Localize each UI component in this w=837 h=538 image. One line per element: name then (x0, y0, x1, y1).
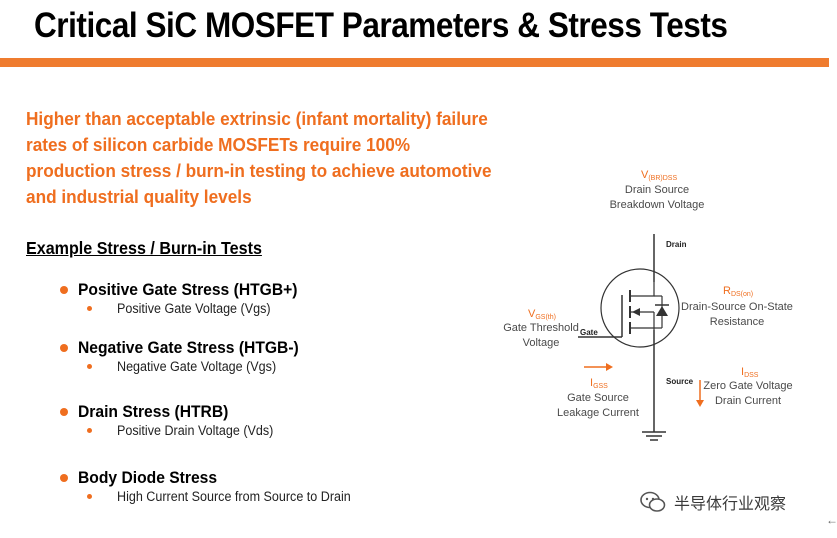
source-terminal-label: Source (666, 377, 694, 386)
mosfet-body-circle (600, 268, 680, 348)
section-heading: Example Stress / Burn-in Tests (26, 238, 262, 258)
igss-arrowhead-icon (606, 363, 613, 371)
sub-bullet-icon (87, 306, 92, 311)
test-name: Negative Gate Stress (HTGB-) (78, 338, 299, 357)
sub-bullet-icon (87, 494, 92, 499)
test-detail: Negative Gate Voltage (Vgs) (117, 359, 277, 374)
intro-paragraph: Higher than acceptable extrinsic (infant… (26, 106, 492, 210)
rds-label-line1: Drain-Source On-State (681, 301, 793, 313)
bullet-icon (60, 344, 68, 352)
intro-line: rates of silicon carbide MOSFETs require… (26, 134, 411, 155)
watermark: 半导体行业观察 (640, 490, 786, 514)
bullet-icon (60, 474, 68, 482)
idss-symbol: IDSS (741, 366, 759, 379)
vgs-label-line2: Voltage (523, 337, 560, 349)
idss-label-line1: Zero Gate Voltage (703, 380, 792, 392)
drain-terminal-label: Drain (666, 240, 687, 249)
source-connection (630, 327, 655, 330)
wechat-icon (640, 491, 666, 512)
vbr-label-line2: Breakdown Voltage (610, 199, 705, 211)
sub-bullet-icon (87, 364, 92, 369)
drain-connection (630, 282, 655, 297)
test-name: Drain Stress (HTRB) (78, 402, 229, 421)
sub-bullet-icon (87, 428, 92, 433)
watermark-text: 半导体行业观察 (674, 494, 787, 513)
igss-label-line2: Leakage Current (557, 407, 639, 419)
vbr-label-line1: Drain Source (625, 184, 689, 196)
test-detail: Positive Drain Voltage (Vds) (117, 423, 274, 438)
intro-line: production stress / burn-in testing to a… (26, 160, 492, 181)
igss-symbol: IGSS (590, 377, 608, 390)
igss-label-line1: Gate Source (567, 392, 629, 404)
test-detail: Positive Gate Voltage (Vgs) (117, 301, 271, 316)
bullet-icon (60, 408, 68, 416)
test-name: Positive Gate Stress (HTGB+) (78, 280, 298, 299)
test-detail: High Current Source from Source to Drain (117, 489, 351, 504)
idss-arrowhead-icon (696, 400, 704, 407)
rds-symbol: RDS(on) (723, 285, 753, 298)
rds-label-line2: Resistance (710, 316, 764, 328)
body-diode-icon (656, 306, 668, 316)
vbr-symbol: V(BR)DSS (641, 169, 677, 182)
idss-label-line2: Drain Current (715, 395, 781, 407)
title-underline-bar (0, 58, 829, 67)
intro-line: Higher than acceptable extrinsic (infant… (26, 108, 488, 129)
vgs-label-line1: Gate Threshold (503, 322, 579, 334)
gate-terminal-label: Gate (580, 328, 598, 337)
vgs-symbol: VGS(th) (528, 308, 556, 321)
intro-line: and industrial quality levels (26, 186, 252, 207)
channel-arrow-icon (632, 308, 640, 316)
back-arrow-icon[interactable]: ← (826, 513, 837, 527)
bullet-icon (60, 286, 68, 294)
page-title: Critical SiC MOSFET Parameters & Stress … (34, 6, 728, 45)
test-name: Body Diode Stress (78, 468, 218, 487)
